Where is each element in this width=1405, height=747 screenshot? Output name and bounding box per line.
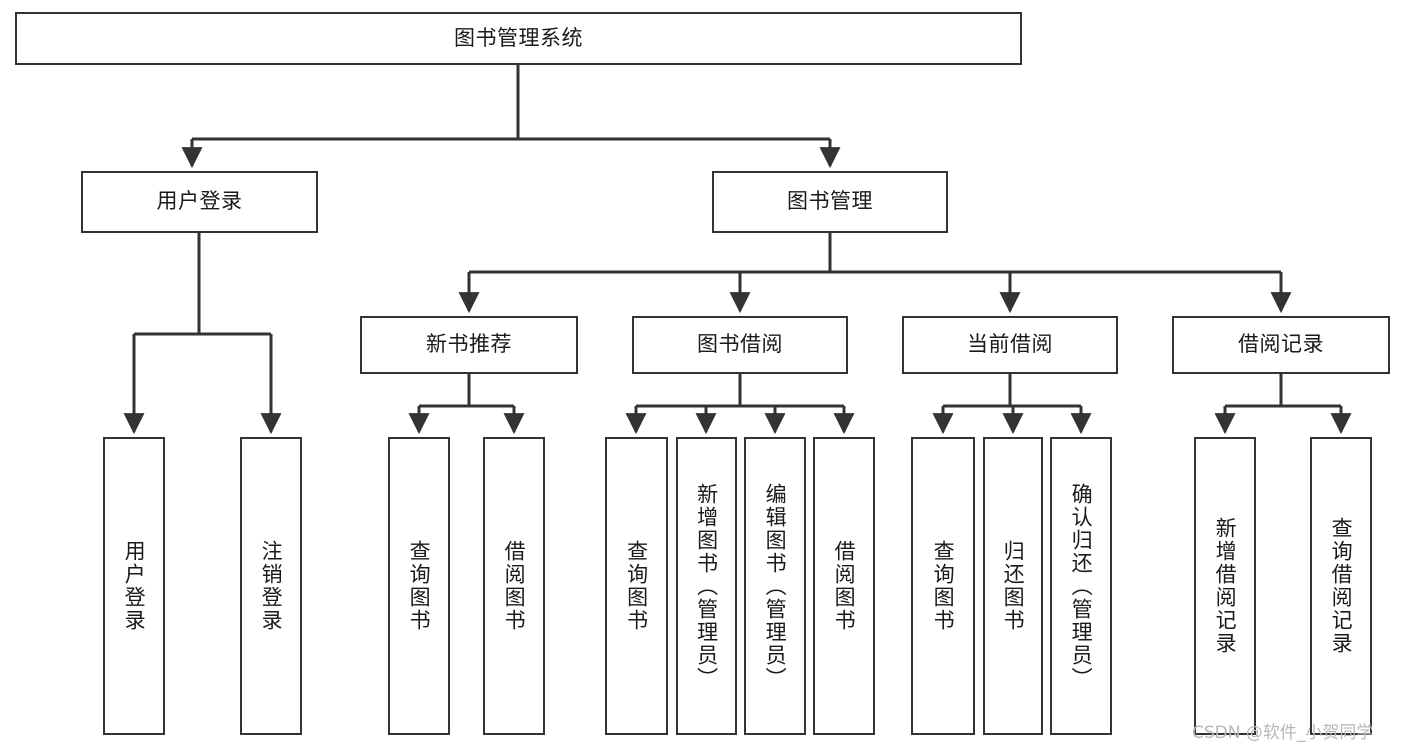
node-book-management-label: 图书管理: [787, 189, 873, 214]
leaf-edit-book-admin[interactable]: 编辑图书（管理员）: [744, 437, 806, 735]
leaf-borrow-book-recommend[interactable]: 借阅图书: [483, 437, 545, 735]
leaf-label: 用户登录: [122, 540, 147, 632]
leaf-label: 注销登录: [259, 540, 284, 632]
leaf-query-borrow-record[interactable]: 查询借阅记录: [1310, 437, 1372, 735]
leaf-label: 归还图书: [1001, 540, 1026, 632]
leaf-label: 查询图书: [624, 540, 649, 632]
leaf-label: 借阅图书: [832, 540, 857, 632]
leaf-label: 借阅图书: [502, 540, 527, 632]
leaf-add-book-admin[interactable]: 新增图书（管理员）: [676, 437, 737, 735]
leaf-confirm-return-admin[interactable]: 确认归还（管理员）: [1050, 437, 1112, 735]
leaf-query-book-borrow[interactable]: 查询图书: [605, 437, 668, 735]
node-book-management[interactable]: 图书管理: [712, 171, 948, 233]
leaf-query-book-recommend[interactable]: 查询图书: [388, 437, 450, 735]
leaf-label: 编辑图书（管理员）: [763, 482, 788, 690]
node-root-label: 图书管理系统: [454, 25, 583, 50]
leaf-label: 查询图书: [931, 540, 956, 632]
leaf-return-book[interactable]: 归还图书: [983, 437, 1043, 735]
leaf-user-login[interactable]: 用户登录: [103, 437, 165, 735]
leaf-query-book-current[interactable]: 查询图书: [911, 437, 975, 735]
node-book-borrow[interactable]: 图书借阅: [632, 316, 848, 374]
node-book-borrow-label: 图书借阅: [697, 332, 783, 357]
leaf-label: 查询图书: [407, 540, 432, 632]
leaf-label: 新增图书（管理员）: [694, 482, 719, 690]
leaf-logout-login[interactable]: 注销登录: [240, 437, 302, 735]
node-current-borrow[interactable]: 当前借阅: [902, 316, 1118, 374]
node-borrow-record[interactable]: 借阅记录: [1172, 316, 1390, 374]
node-user-login[interactable]: 用户登录: [81, 171, 318, 233]
node-new-book-recommend[interactable]: 新书推荐: [360, 316, 578, 374]
node-root[interactable]: 图书管理系统: [15, 12, 1022, 65]
node-user-login-label: 用户登录: [156, 189, 243, 214]
leaf-label: 确认归还（管理员）: [1069, 482, 1094, 690]
leaf-label: 查询借阅记录: [1329, 517, 1354, 655]
node-borrow-record-label: 借阅记录: [1238, 332, 1324, 357]
node-new-book-recommend-label: 新书推荐: [426, 332, 512, 357]
leaf-borrow-book[interactable]: 借阅图书: [813, 437, 875, 735]
leaf-label: 新增借阅记录: [1213, 517, 1238, 655]
node-current-borrow-label: 当前借阅: [967, 332, 1053, 357]
leaf-add-borrow-record[interactable]: 新增借阅记录: [1194, 437, 1256, 735]
